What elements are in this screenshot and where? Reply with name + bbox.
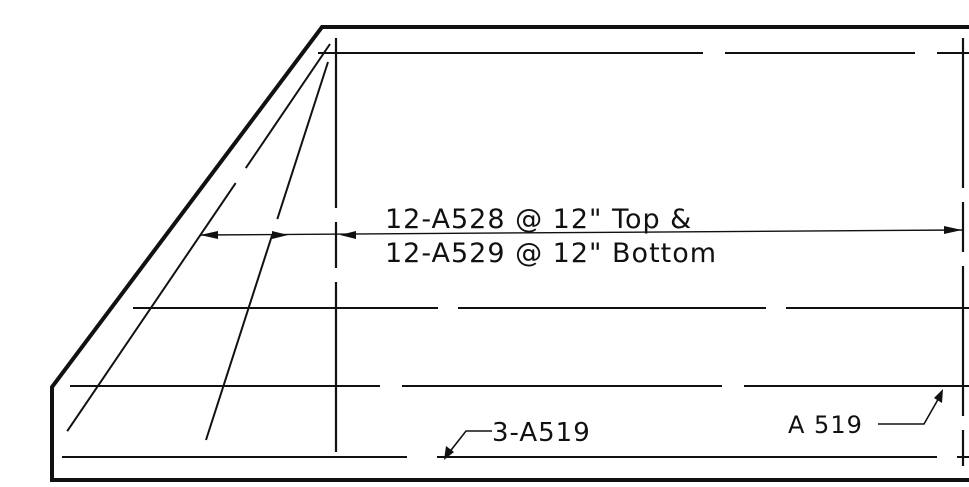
- radiating-bar-outer: [65, 43, 331, 434]
- callout-bottom-bars: 12-A529 @ 12" Bottom: [385, 238, 717, 269]
- dimension-arrow-right: [944, 226, 962, 234]
- slab-outline: [50, 25, 969, 482]
- dimension-arrow-mid-a: [272, 231, 288, 239]
- callout-3-a519: 3-A519: [492, 418, 591, 448]
- radiating-bar-inner: [205, 61, 329, 441]
- callout-a519: A 519: [788, 411, 863, 439]
- callout-top-bars: 12-A528 @ 12" Top &: [385, 204, 692, 235]
- leader-3-a519: [447, 430, 492, 455]
- dimension-arrow-left: [200, 231, 218, 239]
- dimension-line: [199, 229, 964, 236]
- leader-a519: [878, 395, 941, 425]
- leader-3-a519-arrowhead: [444, 446, 454, 460]
- dimension-arrow-mid-b: [340, 231, 356, 239]
- leader-a519-arrowhead: [934, 389, 943, 403]
